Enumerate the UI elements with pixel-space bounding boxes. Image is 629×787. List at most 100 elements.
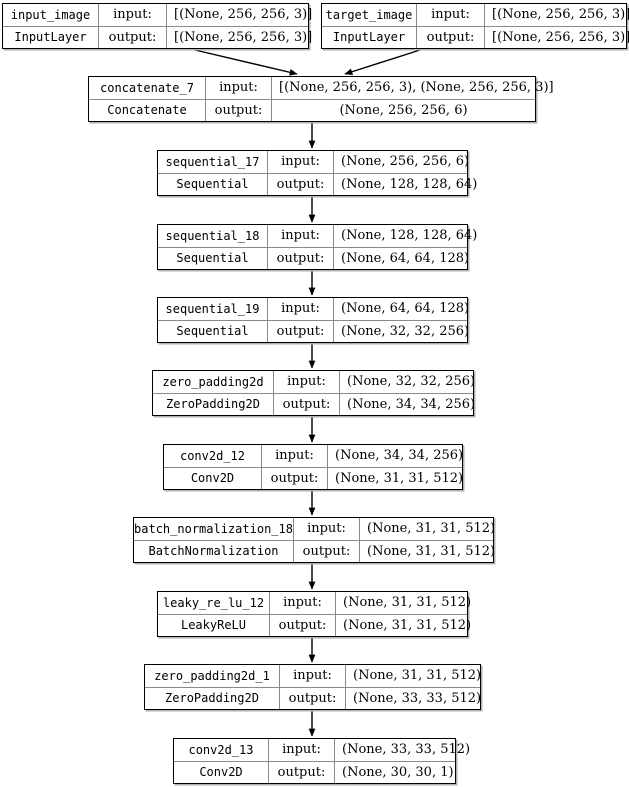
input-label: input: [206, 77, 272, 99]
output-shape: (None, 32, 32, 256) [341, 323, 470, 339]
input-shape: [(None, 256, 256, 3)] [174, 7, 313, 23]
layer-class: BatchNormalization [134, 540, 294, 562]
output-label: output: [417, 26, 485, 48]
edge-input_image-to-concatenate_7 [194, 49, 298, 76]
output-label: output: [270, 614, 336, 636]
edge-target_image-to-concatenate_7 [344, 49, 421, 75]
layer-class: Conv2D [164, 467, 262, 489]
input-shape: (None, 31, 31, 512) [343, 595, 472, 611]
layer-class: InputLayer [3, 26, 99, 48]
layer-class: ZeroPadding2D [153, 393, 274, 415]
output-label: output: [206, 99, 272, 121]
layer-class: InputLayer [322, 26, 417, 48]
layer-name: leaky_re_lu_12 [158, 592, 270, 614]
input-shape: (None, 256, 256, 6) [341, 154, 470, 170]
input-label: input: [268, 225, 334, 247]
output-shape: (None, 31, 31, 512) [367, 543, 496, 559]
output-shape: (None, 31, 31, 512) [335, 470, 464, 486]
layer-class: Sequential [158, 320, 268, 342]
layer-name: target_image [322, 4, 417, 26]
output-shape: (None, 128, 128, 64) [341, 176, 478, 192]
input-label: input: [280, 665, 346, 687]
input-shape: (None, 34, 34, 256) [335, 448, 464, 464]
layer-name: batch_normalization_18 [134, 518, 294, 540]
output-shape: (None, 256, 256, 6) [339, 102, 468, 118]
output-shape: (None, 31, 31, 512) [343, 617, 472, 633]
input-label: input: [417, 4, 485, 26]
input-shape: (None, 64, 64, 128) [341, 301, 470, 317]
layer-class: Sequential [158, 247, 268, 269]
output-label: output: [269, 761, 335, 783]
output-shape: (None, 33, 33, 512) [353, 690, 482, 706]
input-shape: (None, 33, 33, 512) [342, 742, 471, 758]
input-label: input: [99, 4, 167, 26]
input-shape: (None, 128, 128, 64) [341, 228, 478, 244]
layer-name: sequential_19 [158, 298, 268, 320]
input-shape: (None, 31, 31, 512) [367, 521, 496, 537]
layer-class: Sequential [158, 173, 268, 195]
input-label: input: [270, 592, 336, 614]
layer-name: input_image [3, 4, 99, 26]
output-label: output: [268, 173, 334, 195]
input-shape: [(None, 256, 256, 3), (None, 256, 256, 3… [279, 80, 554, 96]
input-label: input: [268, 151, 334, 173]
layer-name: zero_padding2d [153, 371, 274, 393]
layer-name: concatenate_7 [89, 77, 206, 99]
input-shape: [(None, 256, 256, 3)] [492, 7, 629, 23]
output-label: output: [262, 467, 328, 489]
input-label: input: [274, 371, 340, 393]
layer-class: Concatenate [89, 99, 206, 121]
input-label: input: [269, 739, 335, 761]
layer-class: Conv2D [174, 761, 269, 783]
output-label: output: [294, 540, 360, 562]
output-shape: [(None, 256, 256, 3)] [174, 29, 313, 45]
output-label: output: [274, 393, 340, 415]
layer-class: ZeroPadding2D [145, 687, 280, 709]
input-shape: (None, 31, 31, 512) [353, 668, 482, 684]
layer-name: sequential_17 [158, 151, 268, 173]
input-shape: (None, 32, 32, 256) [347, 374, 476, 390]
layer-name: conv2d_13 [174, 739, 269, 761]
layer-name: sequential_18 [158, 225, 268, 247]
output-label: output: [268, 320, 334, 342]
layer-name: conv2d_12 [164, 445, 262, 467]
input-label: input: [262, 445, 328, 467]
output-shape: [(None, 256, 256, 3)] [492, 29, 629, 45]
layer-class: LeakyReLU [158, 614, 270, 636]
